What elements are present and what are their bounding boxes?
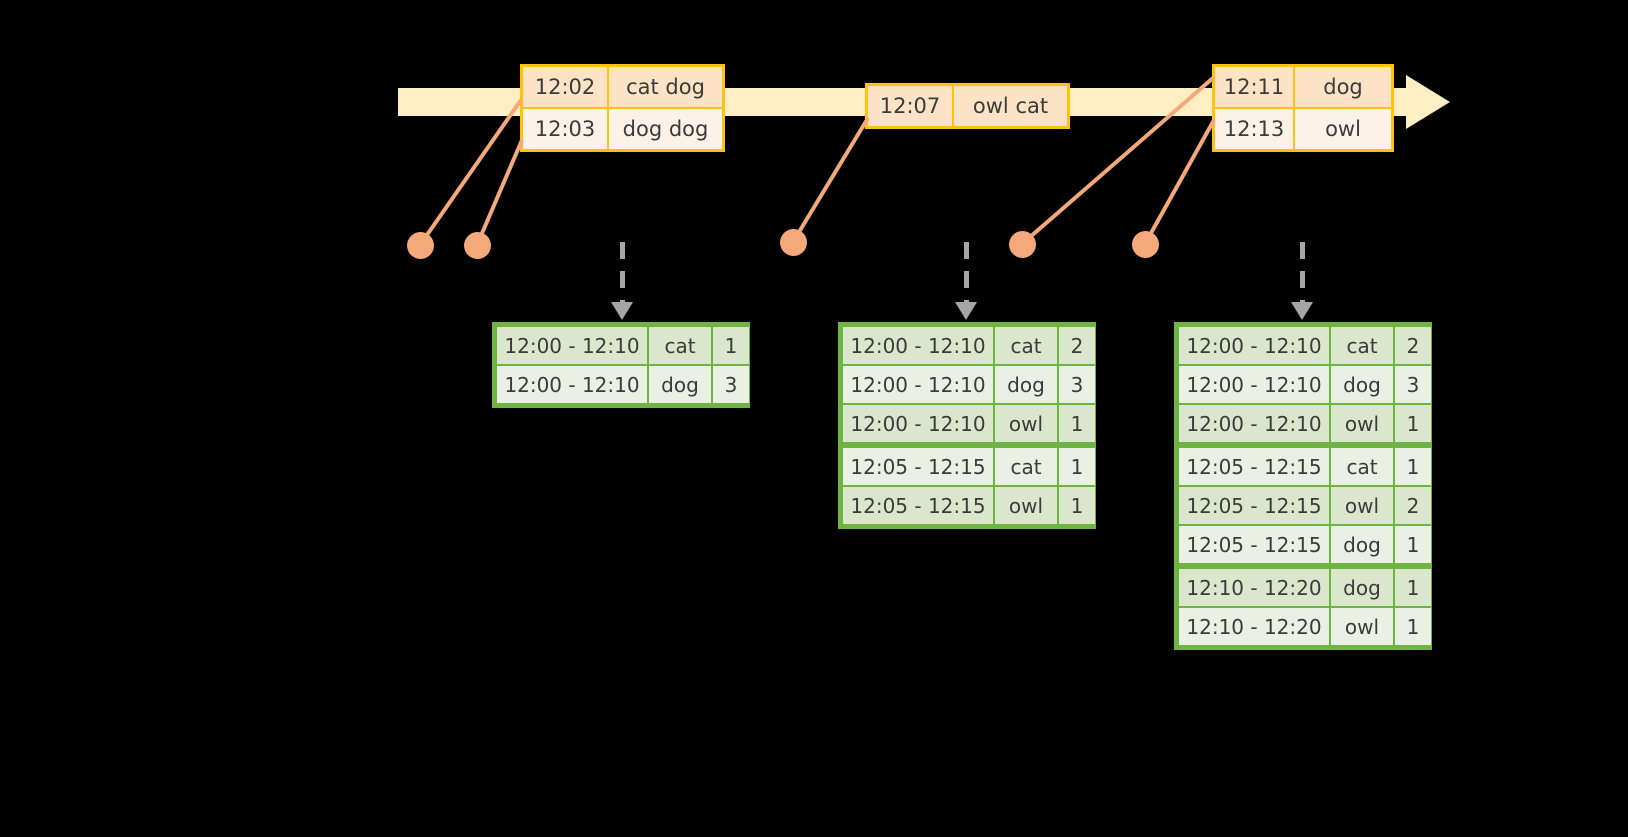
cell-key: owl bbox=[995, 487, 1057, 524]
event-value: owl bbox=[1295, 109, 1391, 149]
cell-key: owl bbox=[995, 405, 1057, 442]
cell-count: 1 bbox=[1059, 487, 1095, 524]
table-row: 12:00 - 12:10 cat 2 bbox=[842, 326, 1095, 365]
table-row: 12:00 - 12:10 cat 2 bbox=[1178, 326, 1431, 365]
event-time: 12:02 bbox=[523, 67, 609, 107]
cell-window: 12:00 - 12:10 bbox=[843, 366, 993, 403]
table-row: 12:05 - 12:15 dog 1 bbox=[1178, 525, 1431, 564]
cell-key: cat bbox=[1331, 327, 1393, 364]
table-row: 12:00 - 12:10 owl 1 bbox=[842, 404, 1095, 443]
cell-key: owl bbox=[1331, 487, 1393, 524]
event-value: owl cat bbox=[954, 86, 1067, 126]
event-group-1: 12:02 cat dog 12:03 dog dog bbox=[520, 64, 725, 152]
cell-key: owl bbox=[1331, 405, 1393, 442]
table-row: 12:00 - 12:10 dog 3 bbox=[1178, 365, 1431, 404]
connector-dot bbox=[1132, 231, 1159, 258]
table-row: 12:00 - 12:10 dog 3 bbox=[842, 365, 1095, 404]
table-row: 12:05 - 12:15 owl 1 bbox=[842, 486, 1095, 525]
cell-key: dog bbox=[1331, 569, 1393, 606]
result-table-1: 12:00 - 12:10 cat 1 12:00 - 12:10 dog 3 bbox=[492, 322, 750, 408]
cell-count: 1 bbox=[1395, 608, 1431, 645]
cell-window: 12:10 - 12:20 bbox=[1179, 608, 1329, 645]
event-row: 12:02 cat dog bbox=[523, 67, 722, 107]
event-time: 12:03 bbox=[523, 109, 609, 149]
cell-count: 2 bbox=[1395, 487, 1431, 524]
cell-window: 12:05 - 12:15 bbox=[1179, 448, 1329, 485]
event-time: 12:13 bbox=[1215, 109, 1295, 149]
cell-key: cat bbox=[649, 327, 711, 364]
event-row: 12:11 dog bbox=[1215, 67, 1391, 107]
result-table-2: 12:00 - 12:10 cat 2 12:00 - 12:10 dog 3 … bbox=[838, 322, 1096, 529]
result-table-3: 12:00 - 12:10 cat 2 12:00 - 12:10 dog 3 … bbox=[1174, 322, 1432, 650]
cell-count: 1 bbox=[1059, 405, 1095, 442]
cell-count: 1 bbox=[1395, 448, 1431, 485]
cell-window: 12:00 - 12:10 bbox=[497, 366, 647, 403]
cell-key: cat bbox=[995, 327, 1057, 364]
cell-window: 12:10 - 12:20 bbox=[1179, 569, 1329, 606]
cell-key: dog bbox=[1331, 366, 1393, 403]
cell-count: 1 bbox=[1395, 569, 1431, 606]
table-row: 12:00 - 12:10 dog 3 bbox=[496, 365, 749, 404]
connector-dot bbox=[407, 232, 434, 259]
cell-count: 1 bbox=[713, 327, 749, 364]
cell-window: 12:05 - 12:15 bbox=[1179, 526, 1329, 563]
cell-count: 1 bbox=[1059, 448, 1095, 485]
event-row: 12:03 dog dog bbox=[523, 107, 722, 149]
cell-window: 12:05 - 12:15 bbox=[843, 448, 993, 485]
cell-window: 12:00 - 12:10 bbox=[843, 405, 993, 442]
cell-count: 1 bbox=[1395, 526, 1431, 563]
cell-count: 3 bbox=[1059, 366, 1095, 403]
cell-window: 12:00 - 12:10 bbox=[1179, 327, 1329, 364]
table-row: 12:10 - 12:20 owl 1 bbox=[1178, 607, 1431, 646]
cell-window: 12:00 - 12:10 bbox=[1179, 405, 1329, 442]
cell-count: 3 bbox=[1395, 366, 1431, 403]
event-group-3: 12:11 dog 12:13 owl bbox=[1212, 64, 1394, 152]
cell-window: 12:00 - 12:10 bbox=[497, 327, 647, 364]
event-value: cat dog bbox=[609, 67, 722, 107]
dashed-arrow-down-icon bbox=[1291, 242, 1313, 320]
table-row: 12:00 - 12:10 owl 1 bbox=[1178, 404, 1431, 443]
cell-window: 12:00 - 12:10 bbox=[843, 327, 993, 364]
table-row: 12:05 - 12:15 owl 2 bbox=[1178, 486, 1431, 525]
connector-dot bbox=[1009, 231, 1036, 258]
event-value: dog bbox=[1295, 67, 1391, 107]
cell-count: 3 bbox=[713, 366, 749, 403]
event-value: dog dog bbox=[609, 109, 722, 149]
timeline-arrowhead-icon bbox=[1406, 75, 1450, 129]
table-row: 12:00 - 12:10 cat 1 bbox=[496, 326, 749, 365]
connector-dot bbox=[464, 232, 491, 259]
event-row: 12:13 owl bbox=[1215, 107, 1391, 149]
cell-count: 1 bbox=[1395, 405, 1431, 442]
cell-window: 12:00 - 12:10 bbox=[1179, 366, 1329, 403]
cell-key: dog bbox=[995, 366, 1057, 403]
connector-dot bbox=[780, 229, 807, 256]
cell-key: cat bbox=[995, 448, 1057, 485]
dashed-arrow-down-icon bbox=[611, 242, 633, 320]
cell-key: owl bbox=[1331, 608, 1393, 645]
event-time: 12:07 bbox=[868, 86, 954, 126]
event-time: 12:11 bbox=[1215, 67, 1295, 107]
cell-window: 12:05 - 12:15 bbox=[1179, 487, 1329, 524]
dashed-arrow-down-icon bbox=[955, 242, 977, 320]
event-group-2: 12:07 owl cat bbox=[865, 83, 1070, 129]
cell-count: 2 bbox=[1059, 327, 1095, 364]
table-row: 12:10 - 12:20 dog 1 bbox=[1178, 568, 1431, 607]
cell-count: 2 bbox=[1395, 327, 1431, 364]
table-row: 12:05 - 12:15 cat 1 bbox=[842, 447, 1095, 486]
table-row: 12:05 - 12:15 cat 1 bbox=[1178, 447, 1431, 486]
cell-key: cat bbox=[1331, 448, 1393, 485]
cell-key: dog bbox=[1331, 526, 1393, 563]
cell-window: 12:05 - 12:15 bbox=[843, 487, 993, 524]
event-row: 12:07 owl cat bbox=[868, 86, 1067, 126]
cell-key: dog bbox=[649, 366, 711, 403]
